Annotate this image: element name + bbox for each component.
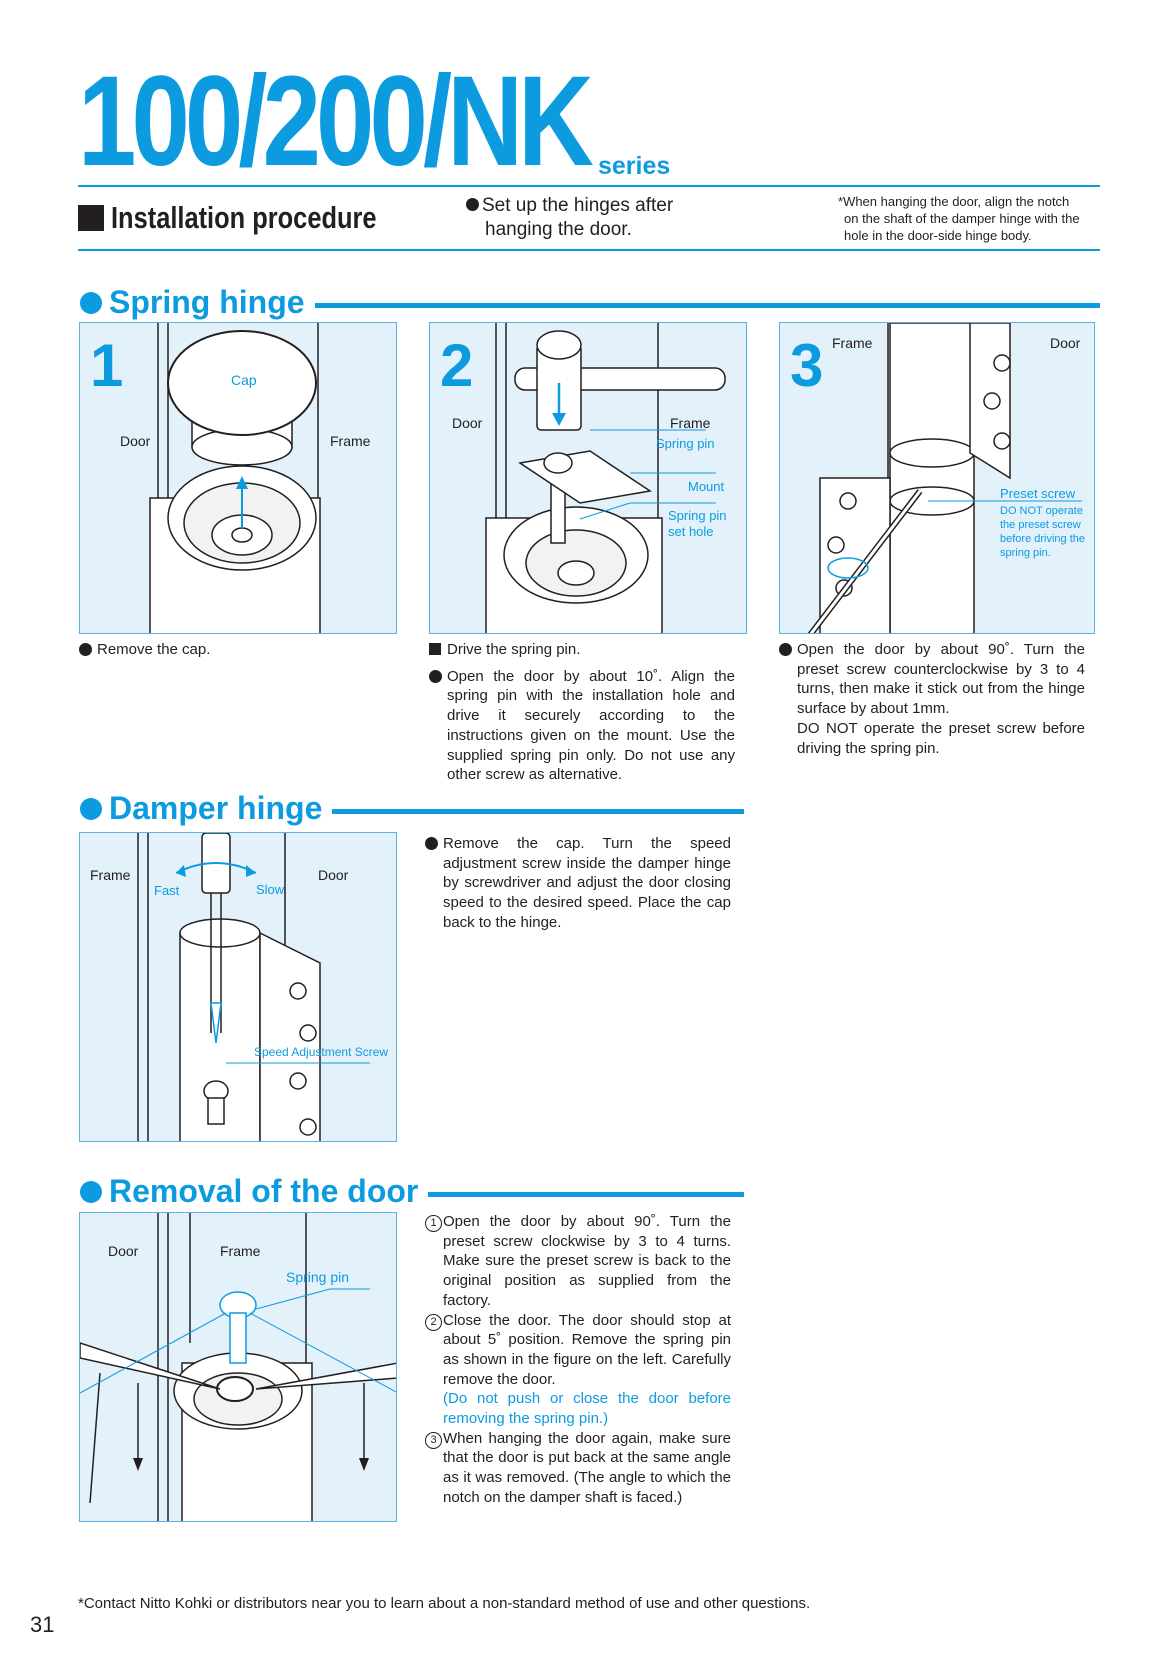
- preset-screw-illustration: [807, 323, 1082, 633]
- bullet-icon: [79, 643, 92, 656]
- damper-caption: Remove the cap. Turn the speed adjustmen…: [425, 834, 731, 933]
- hanging-note: *When hanging the door, align the notch …: [838, 193, 1108, 244]
- step3-warning: DO NOT operate the preset screw before d…: [797, 719, 1085, 757]
- warn-line-2: the preset screw: [1000, 519, 1081, 531]
- step2-caption: Drive the spring pin. Open the door by a…: [429, 640, 735, 785]
- square-bullet-icon: [78, 205, 104, 231]
- section-rule: [314, 303, 1100, 308]
- section-dot-icon: [80, 291, 102, 314]
- damper-hinge-title: Damper hinge: [109, 790, 323, 826]
- mount-label: Mount: [688, 479, 725, 494]
- procedure-heading-label: Installation procedure: [111, 200, 377, 235]
- spring-pin-label: Spring pin: [656, 436, 715, 451]
- cap-label: Cap: [231, 372, 257, 388]
- spring-pin-label: Spring pin: [286, 1269, 350, 1285]
- square-bullet-icon: [429, 643, 441, 655]
- section-rule: [332, 809, 744, 814]
- step1-caption: Remove the cap.: [79, 640, 397, 662]
- step2-text: Open the door by about 10˚. Align the sp…: [447, 667, 735, 784]
- set-hole-label-1: Spring pin: [668, 508, 727, 523]
- door-label: Door: [108, 1243, 139, 1259]
- removal-figure: Door Frame Spring pin: [79, 1212, 397, 1522]
- series-label: series: [598, 152, 671, 180]
- bullet-icon: [779, 643, 792, 656]
- header-rule-bottom: [78, 249, 1100, 251]
- spring-hinge-title: Spring hinge: [109, 284, 305, 320]
- setup-line-2: hanging the door.: [485, 219, 632, 240]
- bullet-icon: [466, 198, 479, 211]
- step2-head: Drive the spring pin.: [447, 641, 581, 658]
- damper-hinge-heading: Damper hinge: [80, 790, 744, 827]
- setup-instruction: Set up the hinges after hanging the door…: [466, 194, 673, 242]
- removal-step-1: Open the door by about 90˚. Turn the pre…: [443, 1213, 731, 1309]
- frame-label: Frame: [832, 335, 873, 351]
- set-hole-label-2: set hole: [668, 524, 714, 539]
- door-label: Door: [120, 433, 151, 449]
- door-label: Door: [1050, 335, 1081, 351]
- footer-note: *Contact Nitto Kohki or distributors nea…: [78, 1595, 811, 1612]
- spring-step3-figure: 3 Frame Door Preset screw DO NOT operate…: [779, 322, 1095, 634]
- removal-title: Removal of the door: [109, 1173, 419, 1209]
- spring-pin-removal-illustration: [80, 1213, 396, 1521]
- page-title: 100/200/NK: [78, 50, 594, 193]
- section-dot-icon: [80, 1180, 102, 1203]
- frame-label: Frame: [220, 1243, 261, 1259]
- removal-step-2-note: (Do not push or close the door before re…: [443, 1390, 731, 1428]
- note-line-2: on the shaft of the damper hinge with th…: [844, 211, 1080, 226]
- fast-label: Fast: [154, 883, 180, 898]
- note-line-3: hole in the door-side hinge body.: [844, 228, 1032, 243]
- spring-step1-figure: 1 Cap Door Frame: [79, 322, 397, 634]
- door-label: Door: [452, 415, 483, 431]
- step-number: 2: [440, 332, 474, 399]
- damper-figure: Frame Door Fast Slow Speed Adjustment Sc…: [79, 832, 397, 1142]
- setup-line-1: Set up the hinges after: [482, 195, 674, 216]
- step-number: 3: [790, 332, 824, 399]
- removal-heading: Removal of the door: [80, 1173, 744, 1210]
- step-number: 1: [90, 332, 124, 399]
- section-rule: [428, 1192, 744, 1197]
- warn-line-4: spring pin.: [1000, 547, 1051, 559]
- page-number: 31: [30, 1612, 55, 1637]
- step1-text: Remove the cap.: [97, 641, 211, 658]
- note-line-1: *When hanging the door, align the notch: [838, 194, 1070, 209]
- spring-pin-illustration: [485, 323, 726, 633]
- damper-adjust-illustration: [137, 833, 370, 1141]
- warn-line-1: DO NOT operate: [1000, 505, 1083, 517]
- step3-text: Open the door by about 90˚. Turn the pre…: [797, 641, 1085, 718]
- cap-removal-illustration: [149, 323, 321, 633]
- bullet-icon: [429, 669, 442, 683]
- frame-label: Frame: [90, 867, 131, 883]
- speed-screw-label: Speed Adjustment Screw: [254, 1045, 389, 1059]
- spring-hinge-heading: Spring hinge: [80, 284, 1100, 321]
- step-marker: 2: [425, 1313, 442, 1331]
- spring-step2-figure: 2 Door Frame Spring pin Mount Spring pin…: [429, 322, 747, 634]
- warn-line-3: before driving the: [1000, 533, 1085, 545]
- procedure-heading: Installation procedure: [78, 200, 435, 236]
- removal-steps: 1 Open the door by about 90˚. Turn the p…: [425, 1212, 731, 1508]
- step3-caption: Open the door by about 90˚. Turn the pre…: [779, 640, 1085, 758]
- step-marker: 3: [425, 1431, 442, 1449]
- section-dot-icon: [80, 797, 102, 820]
- door-label: Door: [318, 867, 349, 883]
- bullet-icon: [425, 837, 438, 850]
- slow-label: Slow: [256, 882, 285, 897]
- removal-step-3: When hanging the door again, make sure t…: [443, 1429, 731, 1506]
- header-rule-top: [78, 185, 1100, 187]
- damper-text: Remove the cap. Turn the speed adjustmen…: [443, 835, 731, 931]
- preset-screw-label: Preset screw: [1000, 486, 1076, 501]
- frame-label: Frame: [330, 433, 371, 449]
- frame-label: Frame: [670, 415, 711, 431]
- step-marker: 1: [425, 1215, 442, 1232]
- removal-step-2: Close the door. The door should stop at …: [443, 1311, 731, 1388]
